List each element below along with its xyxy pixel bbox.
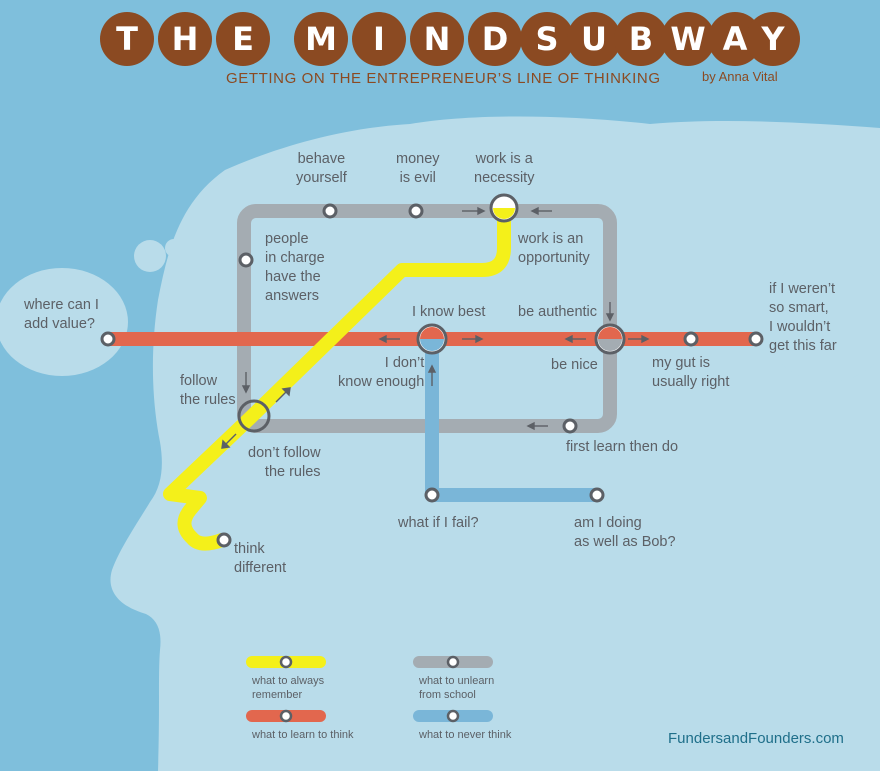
label-be-nice: be nice: [551, 357, 598, 373]
station-people-in-charge: [238, 252, 254, 268]
title-letter: Y: [746, 12, 800, 66]
right-bubble-tiny: [693, 253, 711, 271]
title-letter: S: [520, 12, 574, 66]
arrow-down-icon: [241, 372, 251, 394]
left-bubble-tiny: [165, 239, 183, 257]
direction-arrows: [221, 206, 650, 449]
arrow-down-icon: [605, 302, 615, 322]
label-i-know-best: I know best: [412, 304, 486, 320]
interchange-authentic: [594, 323, 626, 355]
title-letter: I: [352, 12, 406, 66]
left-bubble-small: [134, 240, 166, 272]
title-letter: H: [158, 12, 212, 66]
title: T H E M I N D S U B W A Y: [100, 12, 800, 68]
always-line: [163, 201, 511, 551]
right-thought-bubble: [762, 258, 880, 382]
station-not-so-smart: [748, 331, 764, 347]
interchange-work: [489, 193, 519, 223]
title-letter: U: [567, 12, 621, 66]
interchange-know: [416, 323, 448, 355]
label-what-if-i-fail: what if I fail?: [398, 515, 479, 531]
arrow-left-icon: [564, 334, 586, 344]
title-letter: N: [410, 12, 464, 66]
stations: [100, 203, 764, 548]
legend-never-think: what to never think: [419, 729, 512, 741]
arrow-left-icon: [526, 421, 548, 431]
site-credit: FundersandFounders.com: [668, 730, 844, 747]
title-letter: E: [216, 12, 270, 66]
arrow-up-icon: [427, 364, 437, 386]
station-what-if-i-fail: [424, 487, 440, 503]
subtitle: GETTING ON THE ENTREPRENEUR’S LINE OF TH…: [226, 70, 661, 87]
station-as-well-as-bob: [589, 487, 605, 503]
title-letter: T: [100, 12, 154, 66]
station-first-learn-then-do: [562, 418, 578, 434]
arrow-down-left-icon: [221, 433, 237, 449]
title-letter: M: [294, 12, 348, 66]
title-letter: W: [661, 12, 715, 66]
legend-learn-to-think: what to learn to think: [252, 729, 354, 741]
arrow-right-icon: [462, 334, 484, 344]
station-my-gut: [683, 331, 699, 347]
head-silhouette: [110, 116, 880, 771]
legend-swatches: [246, 655, 493, 723]
title-letter: B: [614, 12, 668, 66]
label-be-authentic: be authentic: [518, 304, 598, 320]
left-thought-bubble: [0, 268, 128, 376]
station-money-is-evil: [408, 203, 424, 219]
interchange-rules: [237, 399, 271, 433]
arrow-right-icon: [462, 206, 486, 216]
station-think-different: [216, 532, 232, 548]
arrow-up-right-icon: [275, 387, 291, 403]
arrow-left-icon: [530, 206, 552, 216]
arrow-left-icon: [378, 334, 400, 344]
title-letter: D: [468, 12, 522, 66]
station-behave-yourself: [322, 203, 338, 219]
author-credit: by Anna Vital: [702, 69, 778, 84]
right-bubble-small: [713, 254, 745, 286]
label-first-learn-then-do: first learn then do: [566, 439, 679, 455]
station-where-can-i-add-value: [100, 331, 116, 347]
arrow-right-icon: [628, 334, 650, 344]
